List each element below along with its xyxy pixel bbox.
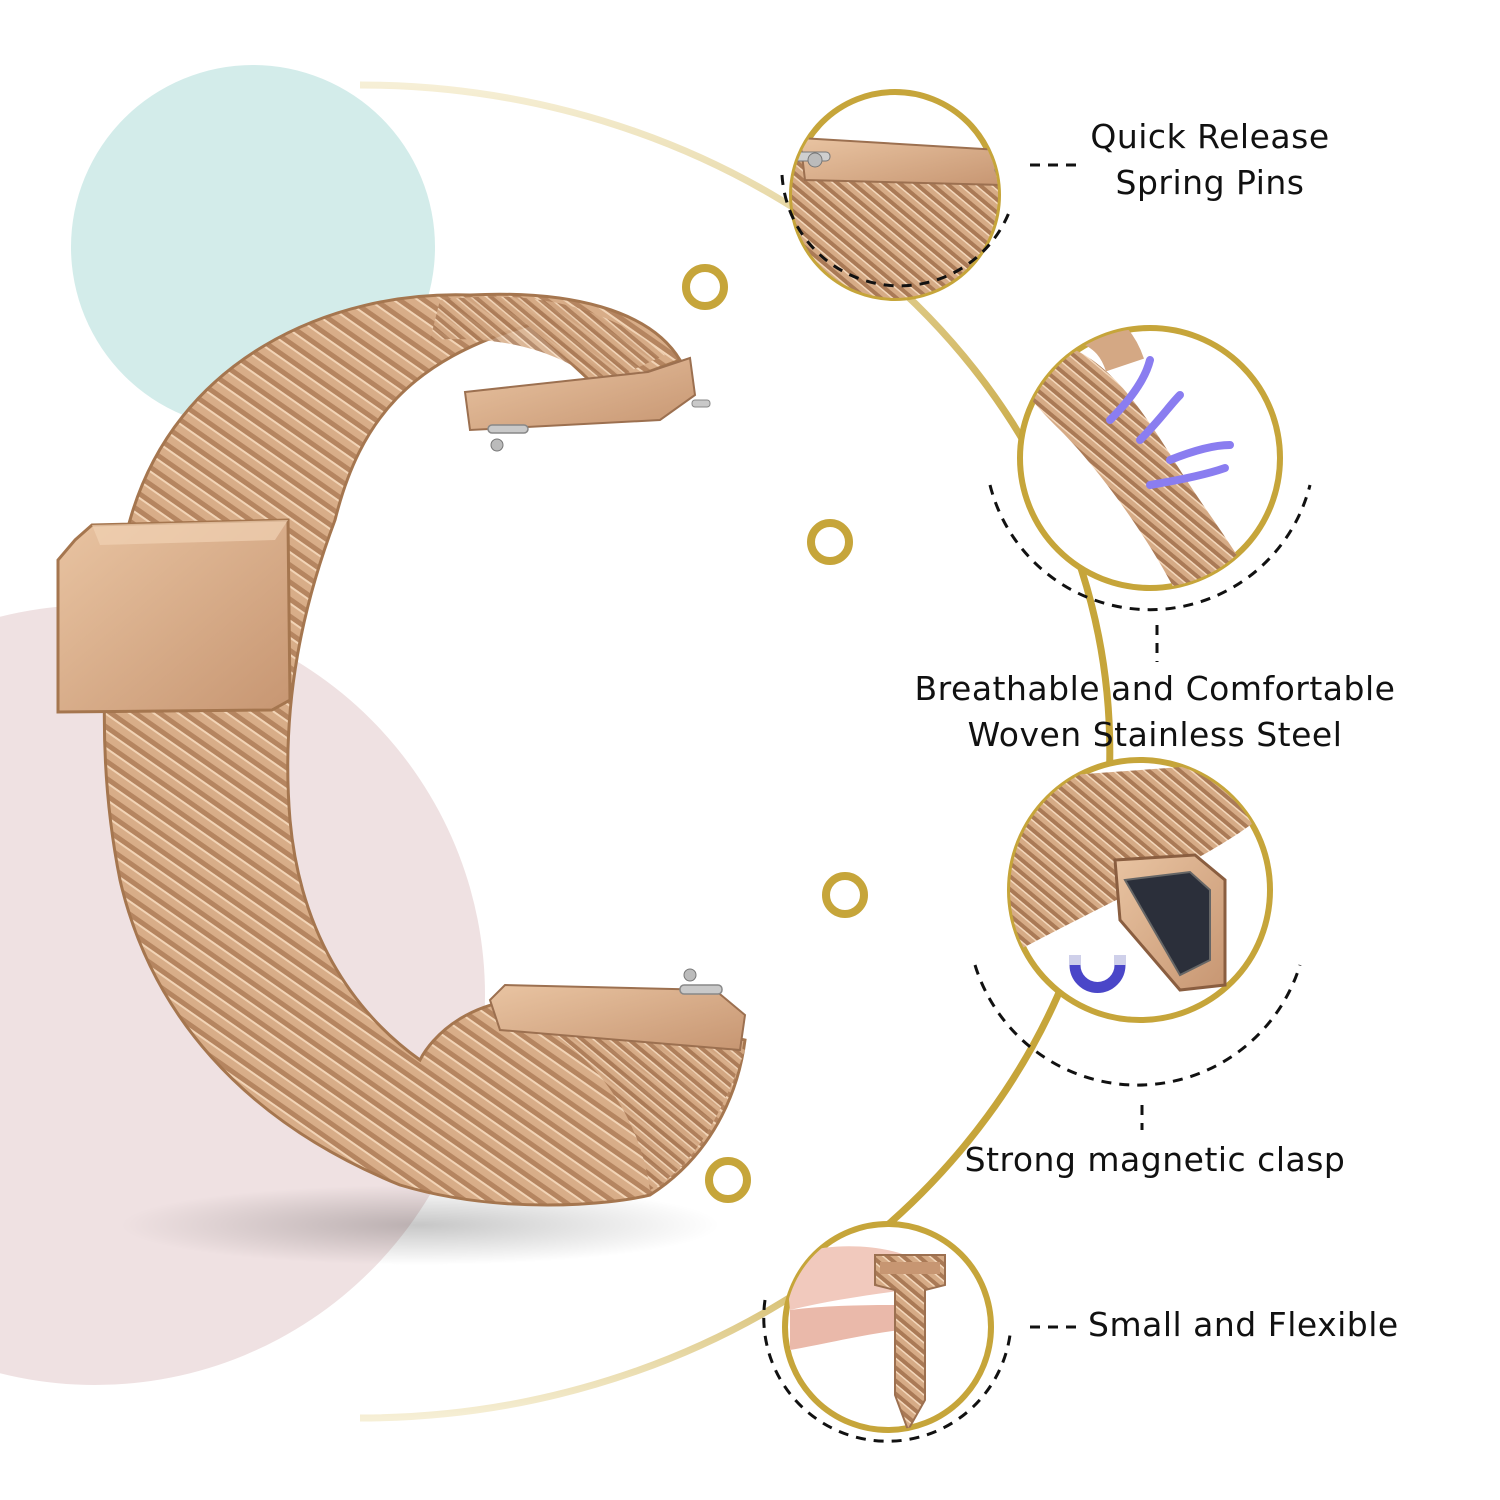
upper-connector	[463, 356, 711, 452]
gold-arc	[359, 81, 1114, 1422]
detail-flexible	[762, 1221, 1080, 1443]
magnetic-clasp-block	[56, 518, 292, 714]
label-line: Spring Pins	[1115, 163, 1305, 202]
label-line: Breathable and Comfortable	[914, 669, 1396, 708]
detail-magnetic-clasp	[973, 757, 1302, 1130]
lower-connector-body	[488, 983, 747, 1052]
lower-pin-tip	[683, 968, 697, 982]
label-flexible: Small and Flexible	[1088, 1302, 1418, 1348]
band-inner-top	[430, 296, 665, 385]
upper-connector-body	[463, 356, 697, 432]
label-line: Quick Release	[1090, 117, 1330, 156]
upper-pin-tip	[490, 438, 504, 452]
lower-spring-pin	[679, 984, 723, 995]
band-inner-bottom	[505, 1004, 745, 1190]
label-quick-release: Quick Release Spring Pins	[1060, 114, 1360, 206]
mesh-watch-band	[56, 292, 747, 1207]
detail-spring-pins	[780, 89, 1080, 301]
label-line: Strong magnetic clasp	[964, 1140, 1346, 1179]
label-line: Small and Flexible	[1088, 1305, 1399, 1344]
arc-node-ring	[807, 519, 853, 565]
label-line: Woven Stainless Steel	[967, 715, 1343, 754]
airflow-arrows-icon	[1106, 356, 1234, 489]
label-magnetic-clasp: Strong magnetic clasp	[945, 1137, 1365, 1183]
arc-node-ring	[822, 872, 868, 918]
label-breathable: Breathable and Comfortable Woven Stainle…	[905, 666, 1405, 758]
clasp-highlight	[92, 520, 288, 545]
magnet-icon	[1069, 955, 1126, 993]
upper-spring-pin	[487, 424, 529, 434]
arc-nodes	[682, 264, 868, 1203]
lower-connector	[488, 968, 747, 1052]
upper-pin-right	[691, 399, 711, 408]
arc-node-ring	[705, 1157, 751, 1203]
arc-node-ring	[682, 264, 728, 310]
detail-breathable	[988, 325, 1312, 662]
spring-pin-icon	[792, 151, 831, 162]
